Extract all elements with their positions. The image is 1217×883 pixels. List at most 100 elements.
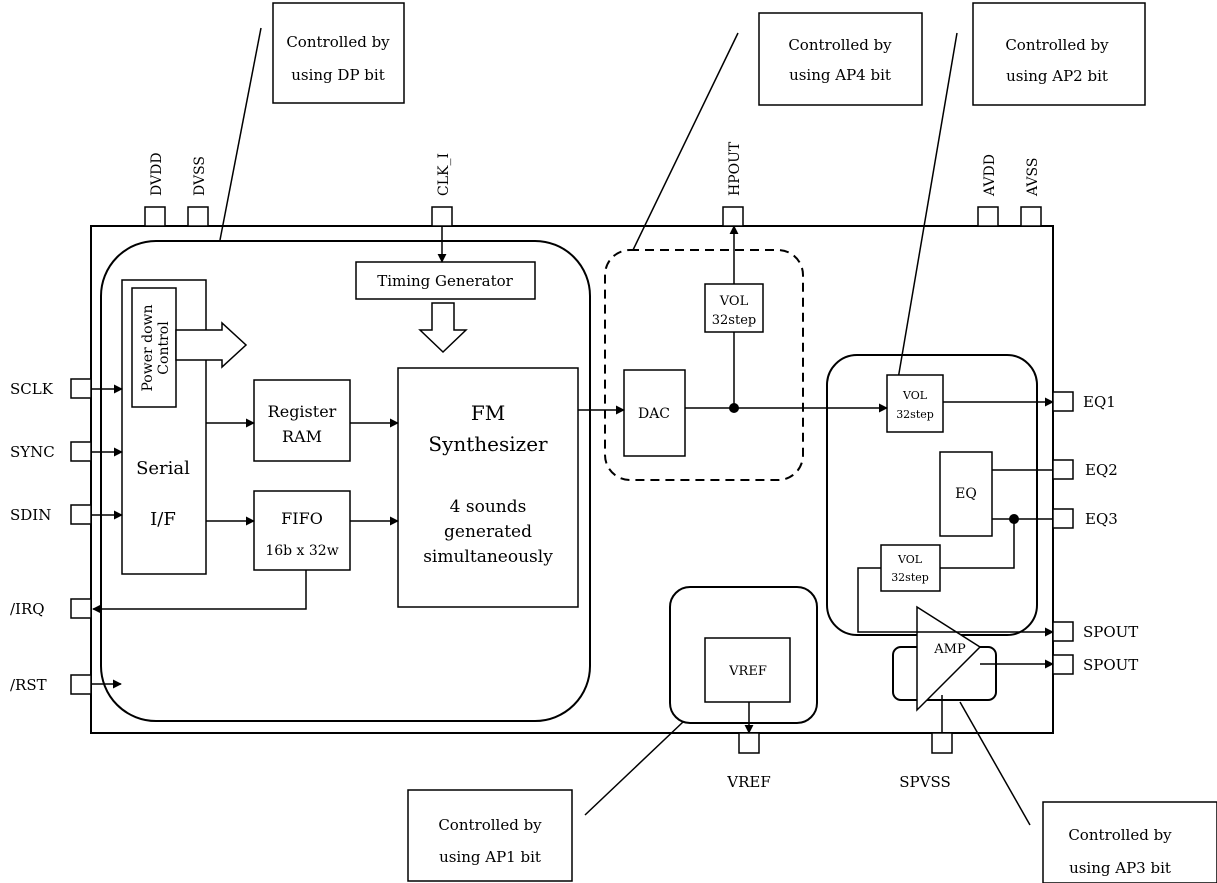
leader-ap1: [584, 721, 684, 816]
svg-text:Controlled by: Controlled by: [286, 33, 390, 51]
leader-dp: [219, 27, 262, 241]
callout-dp: Controlled by using DP bit: [272, 2, 405, 104]
pin-eq2: EQ2: [1052, 459, 1118, 480]
svg-text:using AP3 bit: using AP3 bit: [1069, 859, 1171, 877]
fm-synthesizer-block: FM Synthesizer 4 sounds generated simult…: [397, 367, 579, 608]
signal-wires: [91, 225, 1054, 734]
svg-text:4 sounds: 4 sounds: [450, 497, 527, 517]
pin-rst: /RST: [10, 674, 92, 695]
ap1-domain-region: [669, 586, 818, 724]
svg-text:Power down: Power down: [140, 304, 156, 391]
svg-text:FM: FM: [471, 401, 505, 425]
leader-ap2: [896, 32, 958, 386]
vref-block: VREF: [704, 637, 791, 703]
svg-text:AMP: AMP: [933, 642, 966, 657]
pin-clk-i: CLK_I: [431, 153, 453, 227]
junction-dot-hp: [729, 403, 739, 413]
svg-text:EQ3: EQ3: [1085, 510, 1118, 528]
eq-block: EQ: [939, 451, 993, 537]
svg-text:Controlled by: Controlled by: [1005, 36, 1109, 54]
amp-block: AMP: [916, 605, 982, 712]
svg-text:using AP1 bit: using AP1 bit: [439, 848, 541, 866]
svg-text:using AP2 bit: using AP2 bit: [1006, 67, 1108, 85]
vol-eq-block: VOL 32step: [886, 374, 944, 433]
svg-text:/IRQ: /IRQ: [10, 600, 45, 618]
svg-text:/RST: /RST: [10, 676, 47, 694]
power-control-hollow-arrow: [175, 321, 248, 369]
svg-text:EQ1: EQ1: [1083, 393, 1116, 411]
pin-hpout: HPOUT: [722, 141, 744, 227]
svg-text:SCLK: SCLK: [10, 380, 54, 398]
junction-dot-eq: [1009, 514, 1019, 524]
svg-text:VOL: VOL: [897, 553, 923, 566]
svg-text:SDIN: SDIN: [10, 506, 51, 524]
pin-eq3: EQ3: [1052, 508, 1118, 529]
svg-text:16b x 32w: 16b x 32w: [265, 543, 338, 559]
svg-text:Serial: Serial: [136, 458, 190, 479]
svg-text:32step: 32step: [712, 313, 756, 328]
svg-text:Control: Control: [156, 321, 172, 375]
svg-text:VREF: VREF: [728, 664, 767, 679]
register-ram-block: Register RAM: [253, 379, 351, 462]
svg-text:DAC: DAC: [638, 406, 670, 422]
svg-text:Controlled by: Controlled by: [788, 36, 892, 54]
pin-spout-1: SPOUT: [1052, 621, 1138, 642]
svg-text:HPOUT: HPOUT: [727, 141, 743, 196]
pin-spout-2: SPOUT: [1052, 654, 1138, 675]
pin-avss: AVSS: [1020, 158, 1042, 227]
svg-text:EQ: EQ: [955, 486, 977, 502]
svg-text:Synthesizer: Synthesizer: [428, 432, 548, 456]
pin-dvdd: DVDD: [144, 152, 166, 227]
svg-text:VOL: VOL: [902, 389, 928, 402]
svg-text:AVSS: AVSS: [1025, 158, 1041, 197]
pin-spvss: SPVSS: [899, 732, 953, 791]
svg-text:32step: 32step: [896, 408, 934, 421]
callout-ap4: Controlled by using AP4 bit: [758, 12, 923, 106]
svg-text:Controlled by: Controlled by: [1068, 826, 1172, 844]
svg-text:SPOUT: SPOUT: [1083, 623, 1138, 641]
pin-sdin: SDIN: [10, 504, 92, 525]
leader-ap3: [959, 701, 1031, 826]
pin-eq1: EQ1: [1052, 391, 1116, 412]
dac-block: DAC: [623, 369, 686, 457]
svg-text:Register: Register: [268, 402, 337, 421]
svg-text:DVDD: DVDD: [149, 152, 165, 196]
leader-ap4: [632, 32, 739, 251]
svg-text:Controlled by: Controlled by: [438, 816, 542, 834]
pin-irq: /IRQ: [10, 598, 92, 619]
svg-text:VREF: VREF: [726, 773, 770, 791]
svg-text:simultaneously: simultaneously: [423, 547, 553, 567]
power-down-control-block: Power down Control: [131, 287, 177, 408]
svg-text:I/F: I/F: [150, 509, 176, 530]
svg-text:FIFO: FIFO: [281, 509, 323, 528]
svg-text:using DP bit: using DP bit: [291, 66, 385, 84]
svg-text:RAM: RAM: [282, 427, 322, 446]
vol-sp-block: VOL 32step: [880, 544, 941, 592]
svg-text:Timing Generator: Timing Generator: [377, 272, 513, 290]
svg-text:AVDD: AVDD: [982, 154, 998, 197]
pin-sclk: SCLK: [10, 378, 92, 399]
svg-text:using AP4 bit: using AP4 bit: [789, 66, 891, 84]
svg-text:SYNC: SYNC: [10, 443, 55, 461]
svg-text:SPVSS: SPVSS: [899, 773, 951, 791]
timing-hollow-arrow: [418, 302, 468, 354]
ap4-domain-region: [604, 249, 804, 481]
svg-text:DVSS: DVSS: [192, 156, 208, 196]
callout-ap2: Controlled by using AP2 bit: [972, 2, 1146, 106]
pin-vref: VREF: [726, 732, 771, 791]
svg-text:SPOUT: SPOUT: [1083, 656, 1138, 674]
svg-text:EQ2: EQ2: [1085, 461, 1118, 479]
dp-domain-region: [100, 240, 591, 722]
svg-text:VOL: VOL: [719, 294, 749, 309]
callout-ap1: Controlled by using AP1 bit: [407, 789, 573, 882]
callout-ap3: Controlled by using AP3 bit: [1042, 801, 1217, 883]
fifo-block: FIFO 16b x 32w: [253, 490, 351, 571]
pin-sync: SYNC: [10, 441, 92, 462]
svg-text:generated: generated: [444, 522, 532, 542]
pin-avdd: AVDD: [977, 154, 999, 227]
svg-text:CLK_I: CLK_I: [436, 153, 452, 196]
svg-text:32step: 32step: [891, 571, 929, 584]
vol-hp-block: VOL 32step: [704, 283, 764, 333]
timing-generator-block: Timing Generator: [355, 261, 536, 300]
pin-dvss: DVSS: [187, 156, 209, 227]
